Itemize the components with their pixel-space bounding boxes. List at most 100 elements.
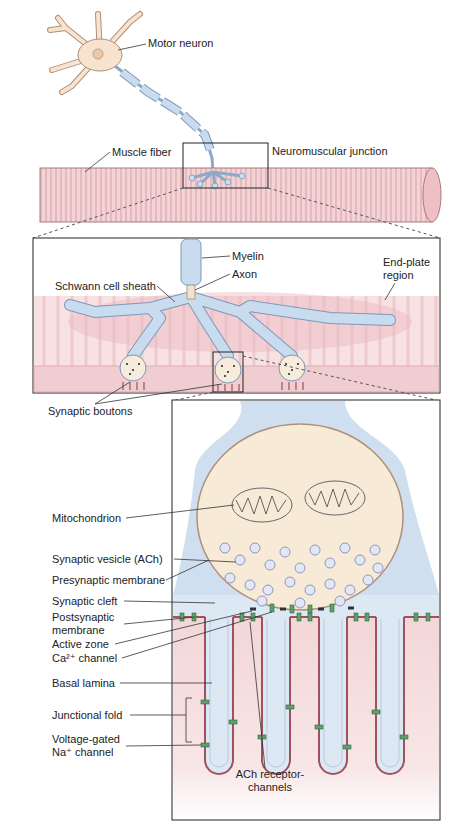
vesicle [325, 558, 335, 568]
terminal-bouton [225, 179, 231, 185]
part-label: Myelin [232, 250, 312, 263]
part-label: Mitochondrion [52, 512, 162, 525]
zoom-line [268, 188, 440, 238]
vesicle [263, 585, 273, 595]
part-label: End-plate region [383, 256, 438, 282]
ca-channel [270, 604, 274, 612]
terminal-bouton [189, 175, 195, 181]
part-label: Synaptic vesicle (ACh) [52, 553, 177, 566]
vesicle [245, 580, 255, 590]
part-label: Postsynaptic membrane [52, 611, 132, 637]
fold-bracket [186, 698, 192, 742]
schwann-sheath [70, 297, 390, 356]
myelin [181, 239, 201, 285]
panel-frame [172, 400, 440, 820]
vesicle [363, 575, 373, 585]
vesicle [340, 543, 350, 553]
ach-receptor [365, 613, 369, 621]
ach-receptor-group [180, 613, 430, 621]
leader-line [124, 617, 195, 624]
active-zone [250, 608, 354, 609]
fold-cleft [205, 615, 404, 774]
ach-receptor [297, 613, 301, 621]
vesicle [265, 560, 275, 570]
vesicle [285, 577, 295, 587]
part-label: ACh receptor-channels [225, 768, 315, 794]
vesicle [373, 563, 383, 573]
basal-lamina [210, 619, 399, 767]
na-channel [286, 705, 294, 709]
bouton [215, 357, 241, 383]
part-label: Junctional fold [52, 709, 152, 722]
part-label: Axon [232, 268, 312, 281]
mitochondrion [305, 481, 365, 515]
leader-line [126, 745, 201, 746]
ca-channel-group [270, 604, 334, 613]
part-label: Ca²⁺ channel [52, 652, 152, 665]
leader-line [130, 715, 186, 716]
vesicle [225, 573, 235, 583]
na-channel [315, 725, 323, 729]
vesicle [370, 545, 380, 555]
vesicle [235, 555, 245, 565]
na-channel [343, 745, 351, 749]
leader-line [250, 622, 265, 768]
part-label: Muscle fiber [112, 146, 202, 159]
part-label: Neuromuscular junction [272, 145, 412, 158]
junctional-fold [205, 617, 404, 774]
part-label: Motor neuron [148, 37, 268, 50]
vesicle [355, 555, 365, 565]
part-label: Synaptic cleft [52, 595, 162, 608]
leader-line [122, 612, 272, 658]
ca-channel [290, 605, 294, 613]
cristae [236, 496, 286, 514]
cristae [309, 489, 359, 507]
na-channel [201, 743, 209, 747]
leader-line [85, 152, 110, 172]
ach-receptor [240, 613, 244, 621]
vesicle [295, 563, 305, 573]
ach-receptor [354, 613, 358, 621]
ca-channel [330, 604, 334, 612]
bouton [279, 355, 305, 381]
part-label: Basal lamina [52, 677, 152, 690]
leader-line [166, 560, 209, 580]
mitochondrion [232, 488, 292, 522]
leader-line [120, 683, 212, 684]
part-label: Presynaptic membrane [52, 574, 172, 587]
vesicle [220, 543, 230, 553]
muscle-fiber [40, 168, 432, 222]
fiber-end [423, 168, 441, 222]
vesicle [345, 585, 355, 595]
terminal-bouton [239, 173, 245, 179]
leader-line [385, 283, 395, 300]
synapse-detail [173, 401, 439, 819]
nucleus [93, 49, 103, 59]
vesicle [335, 596, 345, 606]
part-label: Active zone [52, 638, 152, 651]
leader-line [157, 286, 175, 302]
inset-frame [183, 143, 268, 188]
zoom-line [33, 188, 183, 238]
sheath-outline [70, 297, 390, 356]
bouton [120, 355, 146, 381]
na-channel-group [201, 700, 408, 749]
na-channel [229, 720, 237, 724]
na-channel [201, 700, 209, 704]
myelin-segment [122, 72, 211, 152]
leader-line [118, 44, 146, 50]
vesicle [325, 579, 335, 589]
part-label: Synaptic boutons [48, 405, 158, 418]
vesicle [250, 543, 260, 553]
leader-line [95, 382, 130, 404]
ach-receptor [180, 613, 184, 621]
vesicle-group [220, 543, 383, 608]
na-channel [372, 710, 380, 714]
terminal-bouton [197, 181, 203, 187]
ca-channel [308, 605, 312, 613]
leader-line [195, 274, 230, 290]
vesicle [280, 547, 290, 557]
terminal-bouton [189, 173, 245, 189]
vesicle [295, 598, 305, 608]
